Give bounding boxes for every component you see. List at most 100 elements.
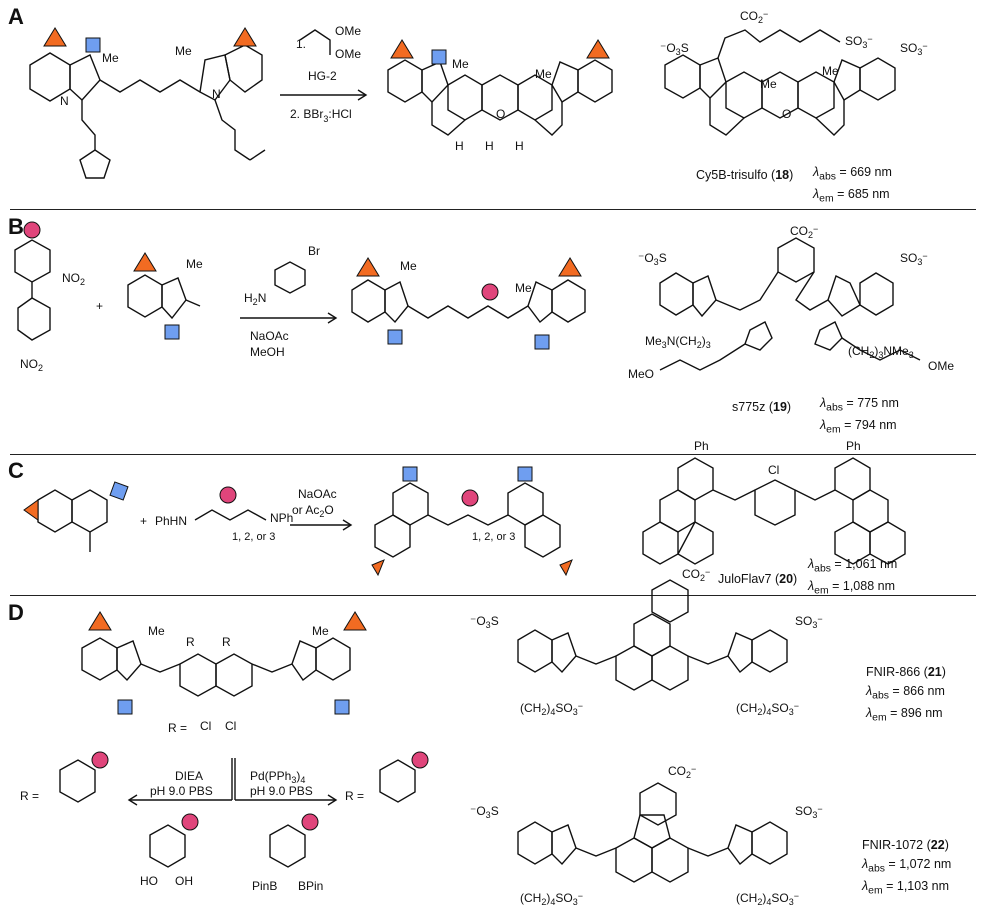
- a-cy5b-benzo-right: [859, 57, 896, 101]
- a-prod-benzo-right: [577, 59, 613, 103]
- a-start-chain-right: [214, 99, 251, 161]
- circle-icon: [481, 283, 499, 301]
- d-chain-4: (CH2)4SO3−: [736, 891, 799, 907]
- a-so3-2: SO3−: [900, 41, 928, 57]
- a-vinyl-ether: [299, 29, 331, 55]
- b-product-props: λabs = 775 nm λem = 794 nm: [820, 396, 899, 435]
- b-no2-2: NO2: [20, 357, 43, 373]
- b-pyridinium: [14, 239, 51, 283]
- c-cyclohexene: [754, 479, 796, 526]
- panel-letter-d: D: [8, 600, 24, 625]
- square-icon: [85, 37, 101, 53]
- d-chain-2: (CH2)4SO3−: [736, 701, 799, 717]
- b-no2-1: NO2: [62, 271, 85, 287]
- square-icon: [402, 466, 418, 482]
- a-cy5b-pyrrole-left: [699, 57, 727, 99]
- b-so3-1: ⁻O3S: [638, 251, 667, 267]
- d-r-eq-right: R =: [345, 789, 364, 803]
- d-chain-3: (CH2)4SO3−: [520, 891, 583, 907]
- c-product-name: JuloFlav7 (20): [718, 572, 798, 586]
- c-product-props: λabs = 1,061 nm λem = 1,088 nm: [808, 557, 898, 596]
- circle-icon: [23, 221, 41, 239]
- a-step2: 2. BBr3:HCl: [290, 107, 352, 124]
- triangle-icon: [133, 252, 157, 272]
- panel-letter-c: C: [8, 458, 24, 483]
- triangle-icon: [356, 257, 380, 277]
- b-me-2: Me: [400, 259, 417, 273]
- c-ph-1: Ph: [694, 439, 709, 453]
- a-cy5b-o: O: [782, 107, 791, 121]
- d-me-1: Me: [148, 624, 165, 638]
- a-n-2: N: [212, 87, 221, 101]
- d-ho: HO: [140, 874, 158, 888]
- c-plus: +: [140, 514, 147, 528]
- d-r-2: R: [222, 635, 231, 649]
- a-me-1: Me: [102, 51, 119, 65]
- a-so3-3: SO3−: [845, 34, 873, 50]
- b-meo: MeO: [628, 367, 654, 381]
- b-product-name: s775z (19): [732, 400, 792, 414]
- c-naoac: NaOAc: [298, 487, 337, 501]
- d-diboronate: [269, 824, 306, 868]
- triangle-icon: [88, 611, 112, 631]
- b-meoh: MeOH: [250, 345, 285, 359]
- square-icon: [117, 699, 133, 715]
- d-fnir1072-top-arene: [639, 782, 677, 826]
- c-prod-counts: 1, 2, or 3: [472, 531, 515, 543]
- a-start-pyrrole-left: [69, 54, 101, 101]
- a-n-1: N: [60, 94, 69, 108]
- b-indole-pyrrole: [161, 277, 187, 320]
- d-catechol: [149, 824, 186, 868]
- c-bis-imine: [194, 509, 267, 521]
- d-so3-2: SO3−: [795, 614, 823, 630]
- c-phhn: PhHN: [155, 514, 187, 528]
- triangle-icon: [559, 559, 573, 577]
- a-product-props: λabs = 669 nm λem = 685 nm: [813, 165, 892, 204]
- circle-icon: [91, 751, 109, 769]
- square-icon: [334, 699, 350, 715]
- a-prod-me-1: Me: [452, 57, 469, 71]
- circle-icon: [301, 813, 319, 831]
- triangle-icon: [23, 499, 39, 521]
- a-cy5b-me-2: Me: [822, 64, 839, 78]
- square-icon: [431, 49, 447, 65]
- a-start-chain-left: [81, 100, 96, 150]
- b-triazole-left: [744, 321, 773, 351]
- b-me3n-left: Me3N(CH2)3: [645, 334, 711, 350]
- d-markers: [88, 611, 429, 831]
- d-me-2: Me: [312, 624, 329, 638]
- a-prod-h-2: H: [485, 139, 494, 153]
- d-pinb: PinB: [252, 879, 277, 893]
- a-cy5b-linker: [717, 29, 841, 59]
- d-r-1: R: [186, 635, 195, 649]
- b-markers: [23, 221, 582, 350]
- d-product1-props: λabs = 866 nm λem = 896 nm: [866, 684, 945, 723]
- triangle-icon: [343, 611, 367, 631]
- d-product1-name: FNIR-866 (21): [866, 665, 946, 679]
- c-chromenylium-pyran: [71, 489, 108, 533]
- b-triazole-right: [814, 321, 843, 351]
- b-me-1: Me: [186, 257, 203, 271]
- triangle-icon: [371, 559, 385, 577]
- triangle-icon: [43, 27, 67, 47]
- c-markers: [23, 466, 573, 577]
- d-r-eq: R =: [168, 721, 187, 735]
- square-icon: [387, 329, 403, 345]
- a-cat: HG-2: [308, 69, 337, 83]
- divider-ab: [10, 209, 976, 210]
- d-diea: DIEA: [175, 769, 203, 783]
- a-prod-h-3: H: [515, 139, 524, 153]
- b-me-3: Me: [515, 281, 532, 295]
- circle-icon: [461, 489, 479, 507]
- triangle-icon: [586, 39, 610, 59]
- d-co2-2: CO2−: [668, 764, 696, 780]
- d-product2-props: λabs = 1,072 nm λem = 1,103 nm: [862, 857, 952, 896]
- c-cl: Cl: [768, 463, 779, 477]
- d-fnir866-top-arene: [651, 579, 689, 623]
- triangle-icon: [390, 39, 414, 59]
- a-so3-1: ⁻O3S: [660, 41, 689, 57]
- a-start-polyene: [99, 79, 201, 93]
